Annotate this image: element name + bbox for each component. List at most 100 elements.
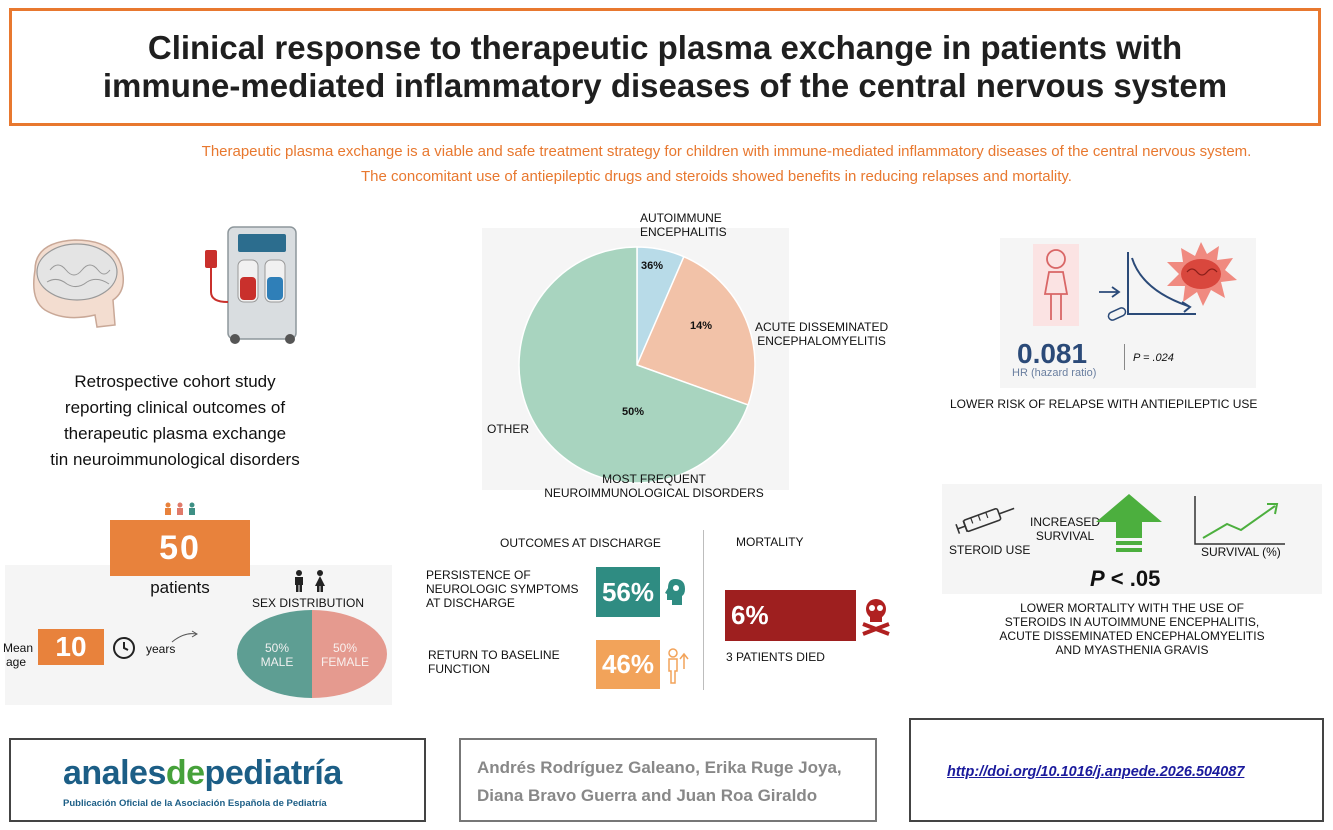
pie-label-autoimmune: AUTOIMMUNE ENCEPHALITIS [640,211,727,239]
male-pct: 50% [264,641,290,655]
female-slice [312,610,387,698]
male-slice [237,610,312,698]
hazard-ratio-value: 0.081 [1017,338,1088,369]
title-line-2: immune-mediated inflammatory diseases of… [102,67,1228,104]
logo-part-2: de [165,754,205,792]
subtitle-line-2: The concomitant use of antiepileptic dru… [361,168,1072,185]
authors-line-2: Diana Bravo Guerra and Juan Roa Giraldo [477,786,818,805]
sex-distribution-title: SEX DISTRIBUTION [252,596,365,610]
pie-pct-autoimmune: 36% [641,260,664,272]
pie-slice-2 [518,246,749,484]
study-description: Retrospective cohort study reporting cli… [40,369,310,473]
pie-label-autoimmune-2: ENCEPHALITIS [640,225,727,239]
pie-caption-2: NEUROIMMUNOLOGICAL DISORDERS [544,486,764,500]
increased-line-1: INCREASED [1030,515,1101,529]
mean-age-label-2: age [6,655,27,669]
p-value-survival: P < .05 [1090,566,1160,592]
pie-label-adem: ACUTE DISSEMINATED ENCEPHALOMYELITIS [755,320,888,348]
pie-caption-1: MOST FREQUENT [602,472,706,486]
mortality-title: MORTALITY [736,535,804,549]
brain-alert-icon [1163,240,1239,313]
authors: Andrés Rodríguez Galeano, Erika Ruge Joy… [477,754,842,810]
logo-part-3: pediatría [204,754,343,792]
pie-label-adem-2: ENCEPHALOMYELITIS [757,334,886,348]
head-gear-icon [664,578,686,611]
page-title: Clinical response to therapeutic plasma … [103,29,1227,105]
relapse-caption: LOWER RISK OF RELAPSE WITH ANTIEPILEPTIC… [950,397,1258,411]
skull-icon [860,596,892,641]
male-label: 50% MALE [257,641,297,669]
female-label: 50% FEMALE [318,641,372,669]
pie-caption: MOST FREQUENT NEUROIMMUNOLOGICAL DISORDE… [520,472,788,500]
brain-icon [5,230,155,340]
female-text: FEMALE [320,655,369,669]
authors-box: Andrés Rodríguez Galeano, Erika Ruge Joy… [459,738,877,822]
sex-distribution-chart [237,610,387,698]
patient-count: 50 [110,520,250,576]
female-pct: 50% [332,641,358,655]
doi-link[interactable]: http://doi.org/10.1016/j.anpede.2026.504… [947,764,1245,780]
persistence-line-1: PERSISTENCE OF [426,568,531,582]
persistence-line-2: NEUROLOGIC SYMPTOMS [426,582,579,596]
mean-age-value: 10 [38,629,104,665]
journal-logo-box: analesdepediatría Publicación Oficial de… [9,738,426,822]
patients-label: patients [150,578,210,597]
authors-line-1: Andrés Rodríguez Galeano, Erika Ruge Joy… [477,758,842,777]
children-icon [160,502,200,521]
survival-axis-label: SURVIVAL (%) [1201,545,1281,559]
study-line-1: Retrospective cohort study [74,372,276,391]
pie-pct-adem: 14% [690,320,713,332]
journal-logo: analesdepediatría [63,754,342,793]
pill-icon [1106,306,1128,327]
clock-icon [112,636,136,665]
p-letter: P [1090,566,1105,591]
pie-pct-other: 50% [622,406,645,418]
increased-line-2: SURVIVAL [1035,529,1095,543]
title-box: Clinical response to therapeutic plasma … [9,8,1321,126]
title-line-1: Clinical response to therapeutic plasma … [147,29,1183,66]
mean-age-label-1: Mean [3,641,34,655]
pie-label-other: OTHER [487,422,529,436]
persistence-label: PERSISTENCE OF NEUROLOGIC SYMPTOMS AT DI… [426,568,578,610]
male-text: MALE [260,655,294,669]
study-line-4: tin neuroimmunological disorders [50,450,300,469]
persistence-line-3: AT DISCHARGE [426,596,515,610]
survival-caption-2: STEROIDS IN AUTOIMMUNE ENCEPHALITIS, [1004,615,1260,629]
decline-graph-icon [1126,250,1198,321]
syringe-icon [950,503,1020,540]
logo-part-1: anales [63,754,166,792]
p-value-relapse: P = .024 [1133,352,1174,364]
male-female-icon [290,570,330,597]
up-arrow-icon [1096,494,1162,561]
study-line-3: therapeutic plasma exchange [63,424,287,443]
girl-icon [1033,244,1079,331]
increased-survival-label: INCREASED SURVIVAL [1030,515,1100,543]
journal-logo-sub: Publicación Oficial de la Asociación Esp… [63,798,327,809]
baseline-value: 46% [596,640,660,689]
pie-slice-1 [635,255,756,406]
person-up-icon [665,647,689,690]
mortality-caption: 3 PATIENTS DIED [726,650,825,664]
survival-graph-icon [1193,494,1287,551]
survival-caption-4: AND MYASTHENIA GRAVIS [1055,643,1209,657]
persistence-value: 56% [596,567,660,617]
baseline-line-2: FUNCTION [428,662,490,676]
mean-age-unit: years [146,642,176,656]
survival-caption-1: LOWER MORTALITY WITH THE USE OF [1020,601,1244,615]
mortality-value: 6% [725,590,856,641]
subtitle-line-1: Therapeutic plasma exchange is a viable … [201,143,1252,160]
outcomes-title: OUTCOMES AT DISCHARGE [500,536,661,550]
survival-caption-3: ACUTE DISSEMINATED ENCEPHALOMYELITIS [999,629,1265,643]
arrow-right-icon [1098,285,1122,304]
pie-label-autoimmune-1: AUTOIMMUNE [640,211,722,225]
subtitle: Therapeutic plasma exchange is a viable … [0,139,1333,189]
baseline-line-1: RETURN TO BASELINE [428,648,560,662]
pie-label-adem-1: ACUTE DISSEMINATED [755,320,889,334]
doi-box: http://doi.org/10.1016/j.anpede.2026.504… [909,718,1324,822]
mean-age-label: Mean age [3,641,33,669]
hr-divider [1124,344,1125,370]
hazard-ratio-label: HR (hazard ratio) [1012,367,1097,379]
survival-caption: LOWER MORTALITY WITH THE USE OF STEROIDS… [942,601,1322,657]
steroid-label: STEROID USE [949,543,1031,557]
study-line-2: reporting clinical outcomes of [64,398,286,417]
